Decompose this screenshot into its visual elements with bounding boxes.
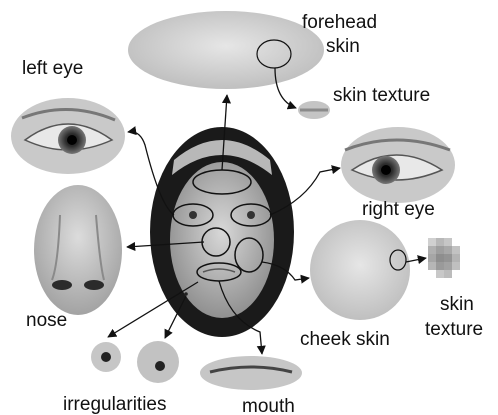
forehead-skin-patch xyxy=(128,11,324,89)
nostril-right xyxy=(84,280,104,290)
label-cheek-skin: cheek skin xyxy=(300,329,390,350)
nose-patch xyxy=(34,185,122,315)
label-forehead-line2: skin xyxy=(326,36,360,57)
label-skin-texture-side-line2: texture xyxy=(425,319,483,340)
label-left-eye: left eye xyxy=(22,58,83,79)
label-nose: nose xyxy=(26,310,67,331)
cheek-skin-patch xyxy=(310,220,410,320)
label-right-eye: right eye xyxy=(362,199,435,220)
right-eye-patch xyxy=(341,127,455,203)
label-skin-texture-top: skin texture xyxy=(333,85,430,106)
label-mouth: mouth xyxy=(242,396,295,415)
label-irregularities: irregularities xyxy=(63,394,166,415)
arrow-cheek-texture xyxy=(406,258,426,262)
label-forehead-line1: forehead xyxy=(302,12,377,33)
irregularity-sample-2 xyxy=(137,341,179,383)
mouth-patch xyxy=(200,356,302,390)
irregularity-sample-1 xyxy=(91,342,121,372)
skin-texture-sample-side xyxy=(428,238,460,278)
left-eye-patch xyxy=(11,98,125,174)
nostril-left xyxy=(52,280,72,290)
face-photo xyxy=(150,127,294,337)
label-skin-texture-side-line1: skin xyxy=(440,294,474,315)
